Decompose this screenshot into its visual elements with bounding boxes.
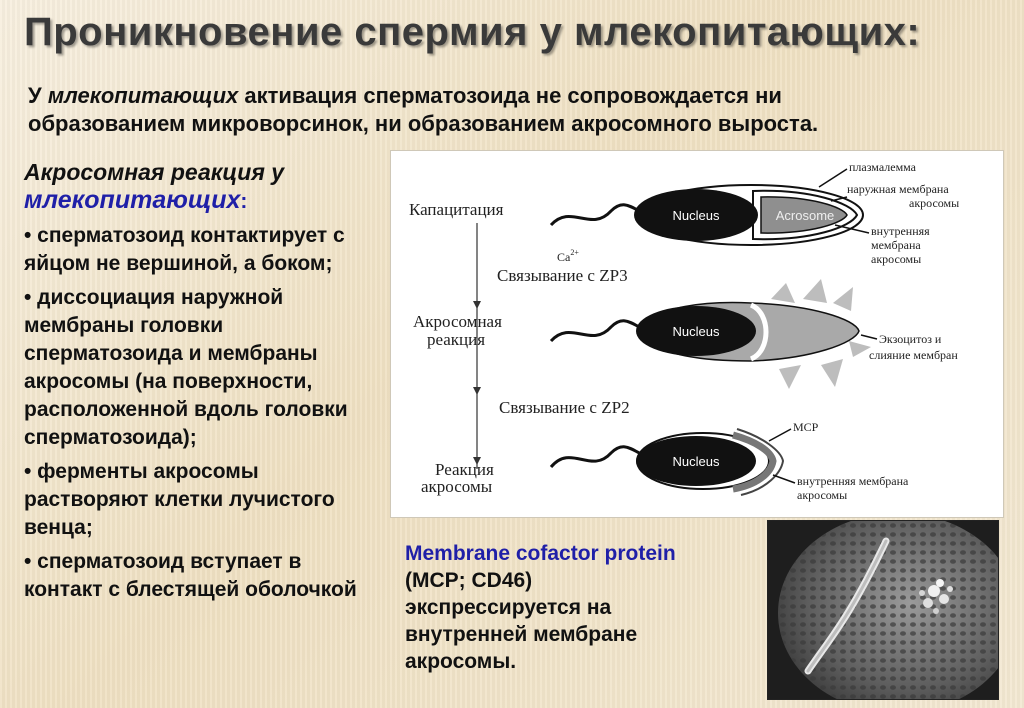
inner-membrane-label-2: мембрана — [871, 238, 921, 252]
vesicle-shape — [779, 365, 801, 389]
intro-line2: образованием микроворсинок, ни образован… — [28, 111, 819, 136]
electron-micrograph — [767, 520, 999, 700]
vesicle-shape — [833, 287, 853, 311]
plasmalemma-label: плазмалемма — [849, 160, 917, 174]
pointer-line — [772, 474, 796, 484]
fused-membrane — [749, 302, 769, 362]
vesicle-shape — [771, 283, 795, 303]
pointer-line — [860, 334, 878, 340]
sperm-acrosome-reaction: Nucleus — [549, 279, 871, 389]
inner-membrane-b-label-1: внутренняя мембрана — [797, 474, 909, 488]
intro-emphasis: млекопитающих — [47, 83, 239, 108]
vesicle-shape — [803, 279, 827, 303]
pointer-line — [834, 224, 870, 234]
list-heading-colon: : — [240, 190, 248, 213]
reaction-acrosome-label-2: акросомы — [421, 477, 493, 496]
inner-membrane-label-3: акросомы — [871, 252, 921, 266]
mcp-description: Membrane cofactor protein (MCP; CD46) эк… — [405, 540, 765, 675]
pointer-line — [818, 168, 848, 188]
arrow-head-icon — [473, 301, 481, 309]
sperm-reacted: Nucleus — [549, 428, 785, 496]
exocytosis-label-1: Экзоцитоз и — [879, 332, 942, 346]
calcium-label: Ca2+ — [557, 248, 579, 264]
list-item: • ферменты акросомы растворяют клетки лу… — [24, 460, 335, 539]
vesicle-shape — [849, 341, 871, 357]
acrosome-reaction-label-2: реакция — [427, 330, 485, 349]
micrograph-image — [768, 521, 998, 699]
nucleus-shape — [636, 306, 756, 356]
inner-membrane-b-label-2: акросомы — [797, 488, 847, 502]
nucleus-label: Nucleus — [673, 324, 720, 339]
pointer-line — [768, 428, 792, 442]
list-item: • диссоциация наружной мембраны головки … — [24, 286, 348, 449]
arrow-head-icon — [473, 457, 481, 465]
sperm-tail — [549, 203, 644, 227]
list-heading-line2: млекопитающих — [24, 186, 241, 214]
binding-zp3-label: Связывание с ZP3 — [497, 266, 628, 285]
mcp-line: экспрессируется на — [405, 596, 612, 619]
sperm-tail — [549, 445, 644, 469]
intro-prefix: У — [28, 83, 48, 108]
pointer-line — [830, 196, 848, 202]
binding-zp2-label: Связывание с ZP2 — [499, 398, 630, 417]
outer-membrane-label-1: наружная мембрана — [847, 182, 949, 196]
nucleus-shape — [634, 189, 758, 241]
intro-line1: активация сперматозоида не сопровождаетс… — [238, 83, 782, 108]
inner-membrane-shape — [732, 431, 777, 493]
mcp-line: (MCP; CD46) — [405, 569, 533, 592]
acrosome-reaction-label-1: Акросомная — [413, 312, 502, 331]
sperm-tail — [549, 319, 644, 343]
mcp-label: MCP — [793, 420, 819, 434]
list-heading-line1: Акросомная реакция у — [24, 159, 285, 185]
acrosome-reaction-diagram: Капацитация Ca2+ Связывание с ZP3 Акросо… — [390, 150, 1004, 518]
sperm-capacitated: Nucleus Acrosome — [549, 184, 864, 246]
nucleus-label: Nucleus — [673, 208, 720, 223]
vesicle-shape — [821, 359, 843, 387]
acrosome-shape — [760, 196, 848, 234]
inner-membrane-label-1: внутренняя — [871, 224, 930, 238]
nucleus-shape — [636, 436, 756, 486]
outer-membrane-label-2: акросомы — [909, 196, 959, 210]
acrosome-reaction-list: Акросомная реакция у млекопитающих: • сп… — [24, 158, 384, 604]
list-item: • сперматозоид вступает в контакт с блес… — [24, 550, 357, 601]
slide-title: Проникновение спермия у млекопитающих: — [24, 10, 921, 54]
stage-capacitation-label: Капацитация — [409, 200, 504, 219]
intro-text: У млекопитающих активация сперматозоида … — [28, 82, 928, 138]
list-item: • сперматозоид контактирует с яйцом не в… — [24, 224, 345, 275]
reaction-acrosome-label-1: Реакция — [435, 460, 494, 479]
mcp-line: внутренней мембране — [405, 623, 638, 646]
mcp-line: акросомы. — [405, 650, 517, 673]
exocytosis-label-2: слияние мембран — [869, 348, 958, 362]
acrosome-label: Acrosome — [776, 208, 835, 223]
mcp-layer — [736, 428, 785, 496]
nucleus-label: Nucleus — [673, 454, 720, 469]
arrow-head-icon — [473, 387, 481, 395]
mcp-title: Membrane cofactor protein — [405, 542, 676, 565]
